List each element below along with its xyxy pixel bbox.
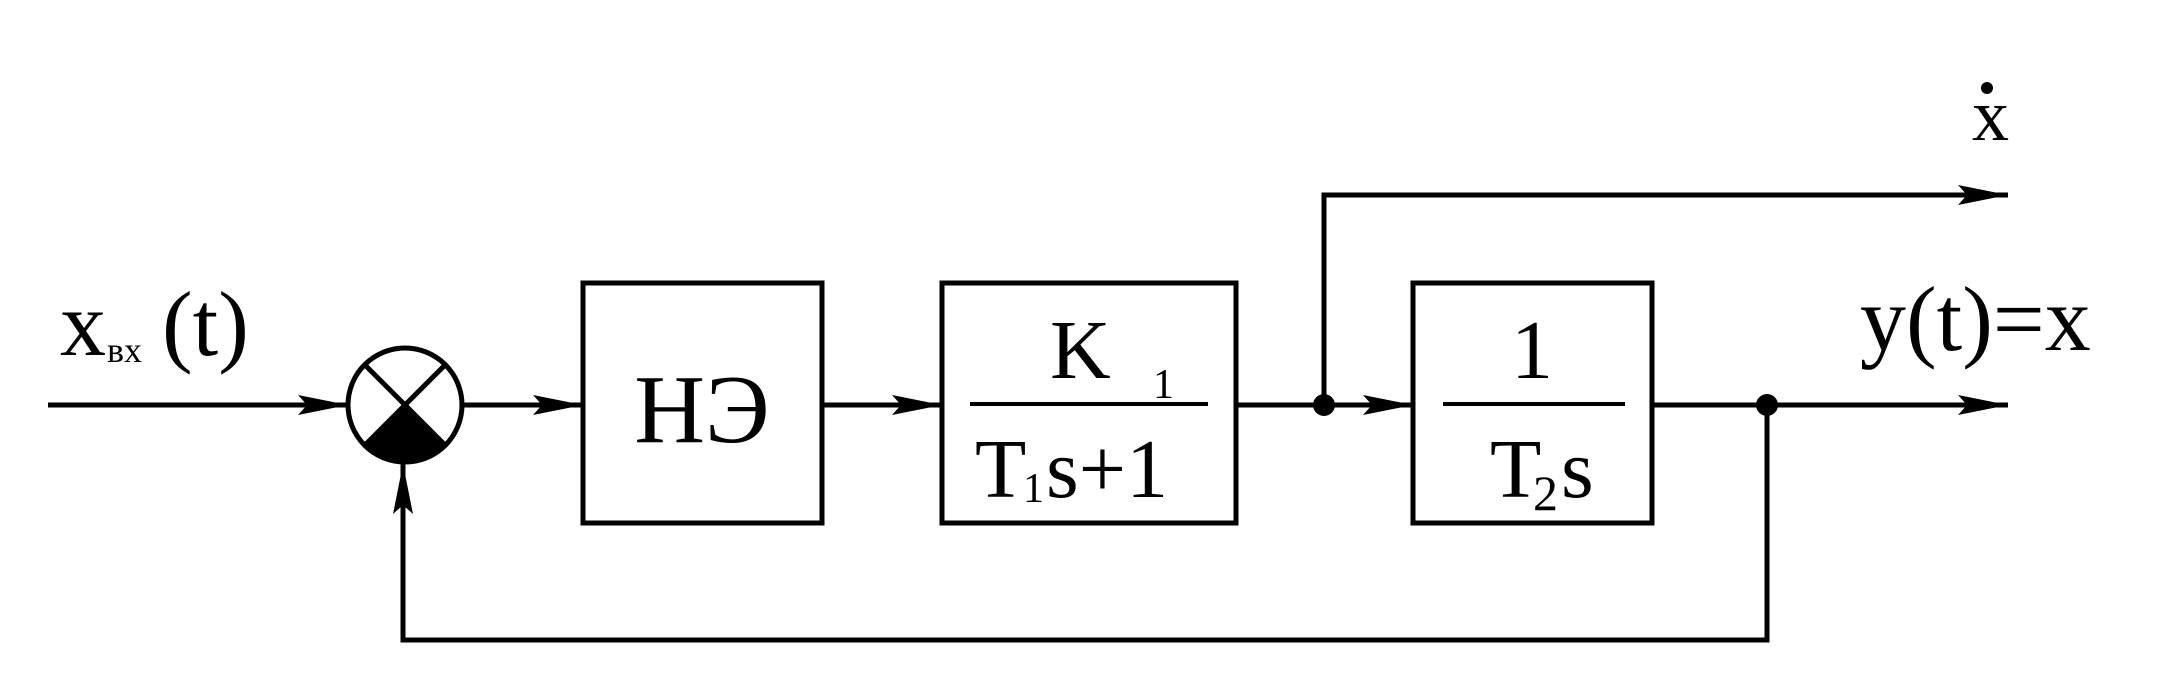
integrator-block: [1410, 280, 1655, 526]
input-label-main: x: [60, 273, 106, 375]
branch-node-derivative: [1313, 394, 1335, 416]
nonlinear-element-label: НЭ: [634, 356, 769, 464]
aperiodic-denominator-main: T: [975, 423, 1026, 516]
aperiodic-numerator-subscript: 1: [1153, 362, 1174, 408]
input-label-arg: (t): [162, 273, 249, 375]
feedback-line: [393, 405, 1770, 643]
integrator-denominator-tail: s: [1561, 423, 1594, 516]
output-label: y(t)=x: [1860, 268, 2091, 370]
signal-lines: [48, 185, 2008, 643]
input-label-subscript: вх: [107, 330, 142, 370]
derivative-dot: [1981, 82, 1993, 94]
integrator-denominator-main: T: [1490, 423, 1541, 516]
aperiodic-block: [939, 280, 1239, 526]
summing-junction-icon: [345, 345, 465, 465]
branch-node-output: [1756, 394, 1778, 416]
aperiodic-denominator-subscript: 1: [1023, 466, 1044, 512]
derivative-branch-line: [1321, 185, 2008, 405]
aperiodic-numerator: K: [1050, 304, 1111, 397]
integrator-denominator-subscript: 2: [1533, 465, 1558, 521]
nonlinear-element-block: [580, 280, 825, 526]
integrator-numerator: 1: [1511, 304, 1553, 397]
aperiodic-denominator-tail: s+1: [1046, 423, 1168, 516]
